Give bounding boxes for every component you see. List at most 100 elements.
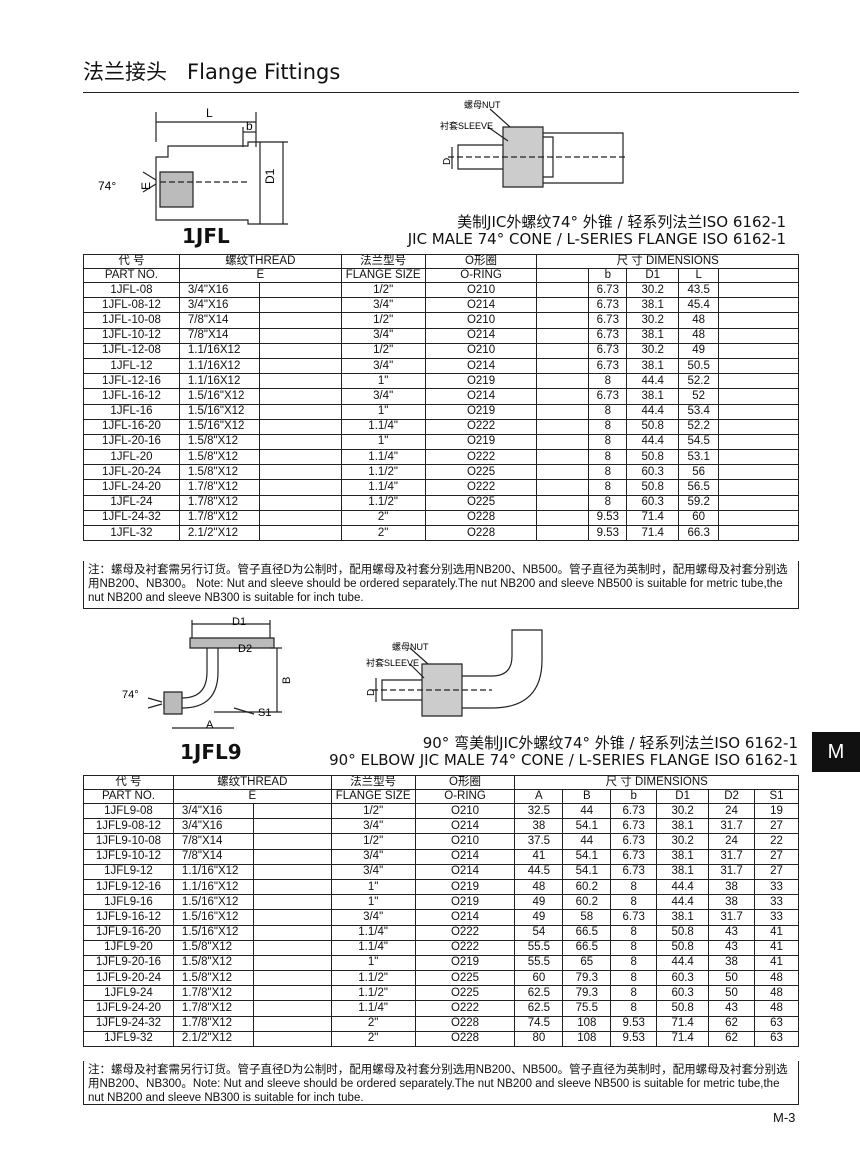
- cell-thread: 1.7/8"X12: [178, 494, 260, 511]
- cell-b: 6.73: [610, 802, 658, 820]
- cell-b-cap: 54.1: [562, 848, 612, 865]
- cell-thread: 1.1/16"X12: [172, 878, 254, 896]
- cell-o-ring: O222: [424, 479, 538, 496]
- assembly-drawing-1: 螺母NUT 衬套SLEEVE D: [440, 100, 628, 188]
- cell-thread: 1.5/8"X12: [178, 464, 260, 481]
- cell-part-no: 1JFL9-32: [83, 1030, 174, 1048]
- cell-l: 60: [678, 509, 720, 527]
- cell-spacer: [252, 878, 332, 896]
- header-d2: D2: [708, 789, 756, 804]
- cell-a: 62.5: [514, 985, 564, 1002]
- header-b-cap: B: [562, 789, 612, 804]
- cell-d2: 31.7: [708, 863, 756, 880]
- cell-spacer: [252, 802, 332, 820]
- cell-spacer: [536, 403, 590, 420]
- straight-fitting-drawing: L b D1 E 74°: [98, 106, 288, 225]
- cell-d2: 62: [708, 1030, 756, 1048]
- cell-b: 9.53: [588, 509, 628, 527]
- cell-flange-size: 1": [340, 403, 426, 420]
- cell-o-ring: O219: [424, 373, 538, 390]
- cell-spacer: [258, 297, 342, 314]
- cell-spacer: [718, 479, 799, 496]
- cell-part-no: 1JFL9-24-20: [83, 1000, 174, 1017]
- cell-l: 56.5: [678, 479, 720, 496]
- cell-spacer: [536, 449, 590, 466]
- cell-part-no: 1JFL9-10-12: [83, 848, 174, 865]
- cell-part-no: 1JFL-20-16: [83, 433, 180, 451]
- cell-thread: 1.5/16"X12: [172, 909, 254, 926]
- cell-l: 52: [678, 388, 720, 405]
- cell-thread: 1.7/8"X12: [178, 509, 260, 527]
- cell-l: 52.2: [678, 418, 720, 435]
- cell-spacer: [252, 894, 332, 911]
- model-name-1jfl9: 1JFL9: [180, 740, 242, 764]
- cell-spacer: [258, 494, 342, 511]
- header-flange-size: FLANGE SIZE: [330, 789, 416, 804]
- cell-spacer: [258, 524, 342, 542]
- cell-flange-size: 1/2": [330, 833, 416, 850]
- cell-spacer: [536, 373, 590, 390]
- cell-flange-size: 1.1/4": [330, 939, 416, 956]
- cell-thread: 1.5/8"X12: [172, 939, 254, 956]
- cell-b: 6.73: [588, 281, 628, 299]
- cell-o-ring: O228: [414, 1015, 516, 1032]
- cell-thread: 3/4"X16: [172, 818, 254, 835]
- cell-d2: 31.7: [708, 909, 756, 926]
- cell-thread: 1.5/8"X12: [178, 449, 260, 466]
- cell-o-ring: O222: [414, 924, 516, 941]
- cell-thread: 7/8"X14: [172, 833, 254, 850]
- cell-d1: 44.4: [626, 373, 680, 390]
- cell-s1: 48: [754, 985, 799, 1002]
- cell-b: 8: [588, 433, 628, 451]
- cell-o-ring: O210: [424, 281, 538, 299]
- cell-spacer: [252, 970, 332, 987]
- cell-o-ring: O214: [414, 848, 516, 865]
- cell-l: 48: [678, 312, 720, 329]
- cell-d1: 38.1: [656, 909, 710, 926]
- cell-spacer: [718, 524, 799, 542]
- cell-b: 6.73: [610, 909, 658, 926]
- cell-flange-size: 1.1/4": [330, 1000, 416, 1017]
- cell-l: 56: [678, 464, 720, 481]
- cell-l: 48: [678, 327, 720, 344]
- cell-spacer: [536, 342, 590, 359]
- cell-b-cap: 108: [562, 1030, 612, 1048]
- cell-thread: 1.7/8"X12: [172, 985, 254, 1002]
- cell-d1: 71.4: [656, 1015, 710, 1032]
- cell-flange-size: 1.1/4": [330, 924, 416, 941]
- cell-d1: 38.1: [656, 863, 710, 880]
- label-a: A: [206, 719, 214, 731]
- cell-part-no: 1JFL-12-08: [83, 342, 180, 359]
- cell-l: 53.1: [678, 449, 720, 466]
- cell-part-no: 1JFL-16-12: [83, 388, 180, 405]
- cell-o-ring: O214: [424, 388, 538, 405]
- cell-o-ring: O214: [424, 297, 538, 314]
- cell-o-ring: O214: [424, 357, 538, 375]
- cell-s1: 33: [754, 909, 799, 926]
- cell-spacer: [536, 418, 590, 435]
- cell-spacer: [718, 509, 799, 527]
- cell-part-no: 1JFL-16-20: [83, 418, 180, 435]
- cell-thread: 7/8"X14: [172, 848, 254, 865]
- cell-part-no: 1JFL-10-08: [83, 312, 180, 329]
- cell-o-ring: O222: [414, 1000, 516, 1017]
- cell-l: 52.2: [678, 373, 720, 390]
- cell-b: 8: [588, 403, 628, 420]
- header-oring-cn: O形圈: [414, 775, 516, 790]
- cell-thread: 1.5/16"X12: [178, 418, 260, 435]
- cell-b-cap: 44: [562, 802, 612, 820]
- cell-s1: 48: [754, 1000, 799, 1017]
- cell-o-ring: O210: [424, 342, 538, 359]
- section1-title-cn: 美制JIC外螺纹74° 外锥 / 轻系列法兰ISO 6162-1: [457, 213, 786, 231]
- cell-spacer: [258, 388, 342, 405]
- cell-b: 8: [610, 939, 658, 956]
- cell-flange-size: 1.1/4": [340, 449, 426, 466]
- label-d1: D1: [263, 168, 277, 184]
- cell-spacer: [258, 281, 342, 299]
- cell-spacer: [258, 418, 342, 435]
